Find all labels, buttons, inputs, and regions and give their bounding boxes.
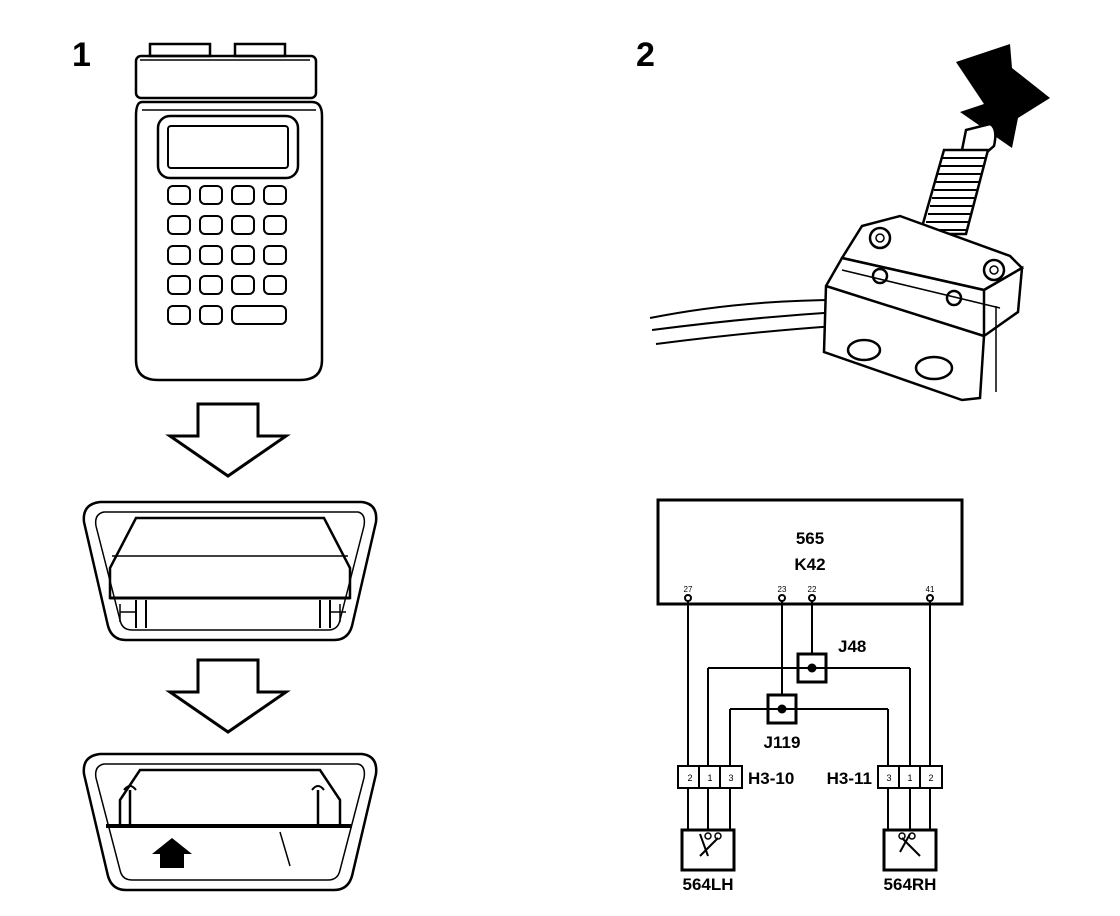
junction-j48-label: J48 xyxy=(838,637,866,656)
wiring-schematic xyxy=(656,498,964,606)
pin-27-label: 27 xyxy=(684,585,693,594)
j119-node xyxy=(777,704,787,714)
module-ref-label: K42 xyxy=(794,555,825,574)
connector-socket-icon xyxy=(82,500,378,642)
h3-10-pin-1: 1 xyxy=(707,773,712,783)
schematic-wires xyxy=(684,594,934,766)
connector-h3-11-label: H3-11 xyxy=(827,769,872,788)
connector-h3-11 xyxy=(877,765,943,830)
brake-switch-icon xyxy=(649,122,1025,402)
pin-22-label: 22 xyxy=(808,585,817,594)
switch-rh-icon xyxy=(882,828,938,872)
h3-10-pin-3: 3 xyxy=(728,773,733,783)
switch-564lh-label: 564LH xyxy=(682,875,733,894)
pin-41-label: 41 xyxy=(926,585,935,594)
switch-564rh-label: 564RH xyxy=(884,875,937,894)
down-arrow-icon xyxy=(165,658,291,734)
press-arrow-icon xyxy=(956,44,1050,148)
h3-10-pin-2: 2 xyxy=(687,773,692,783)
up-arrow-icon xyxy=(152,838,192,868)
h3-11-pin-2: 2 xyxy=(928,773,933,783)
connector-h3-10 xyxy=(677,765,743,830)
junction-j119-label: J119 xyxy=(764,733,801,752)
panel-2-number: 2 xyxy=(636,36,655,74)
module-code-label: 565 xyxy=(796,529,824,548)
down-arrow-icon xyxy=(165,402,291,478)
connector-socket-icon xyxy=(82,752,378,892)
pin-23-label: 23 xyxy=(778,585,787,594)
connector-h3-10-label: H3-10 xyxy=(748,769,794,788)
diagnostic-tester-icon xyxy=(134,42,324,382)
h3-11-pin-3: 3 xyxy=(886,773,891,783)
h3-11-pin-1: 1 xyxy=(907,773,912,783)
j48-node xyxy=(807,663,817,673)
panel-1-number: 1 xyxy=(72,36,91,74)
switch-lh-icon xyxy=(680,828,736,872)
